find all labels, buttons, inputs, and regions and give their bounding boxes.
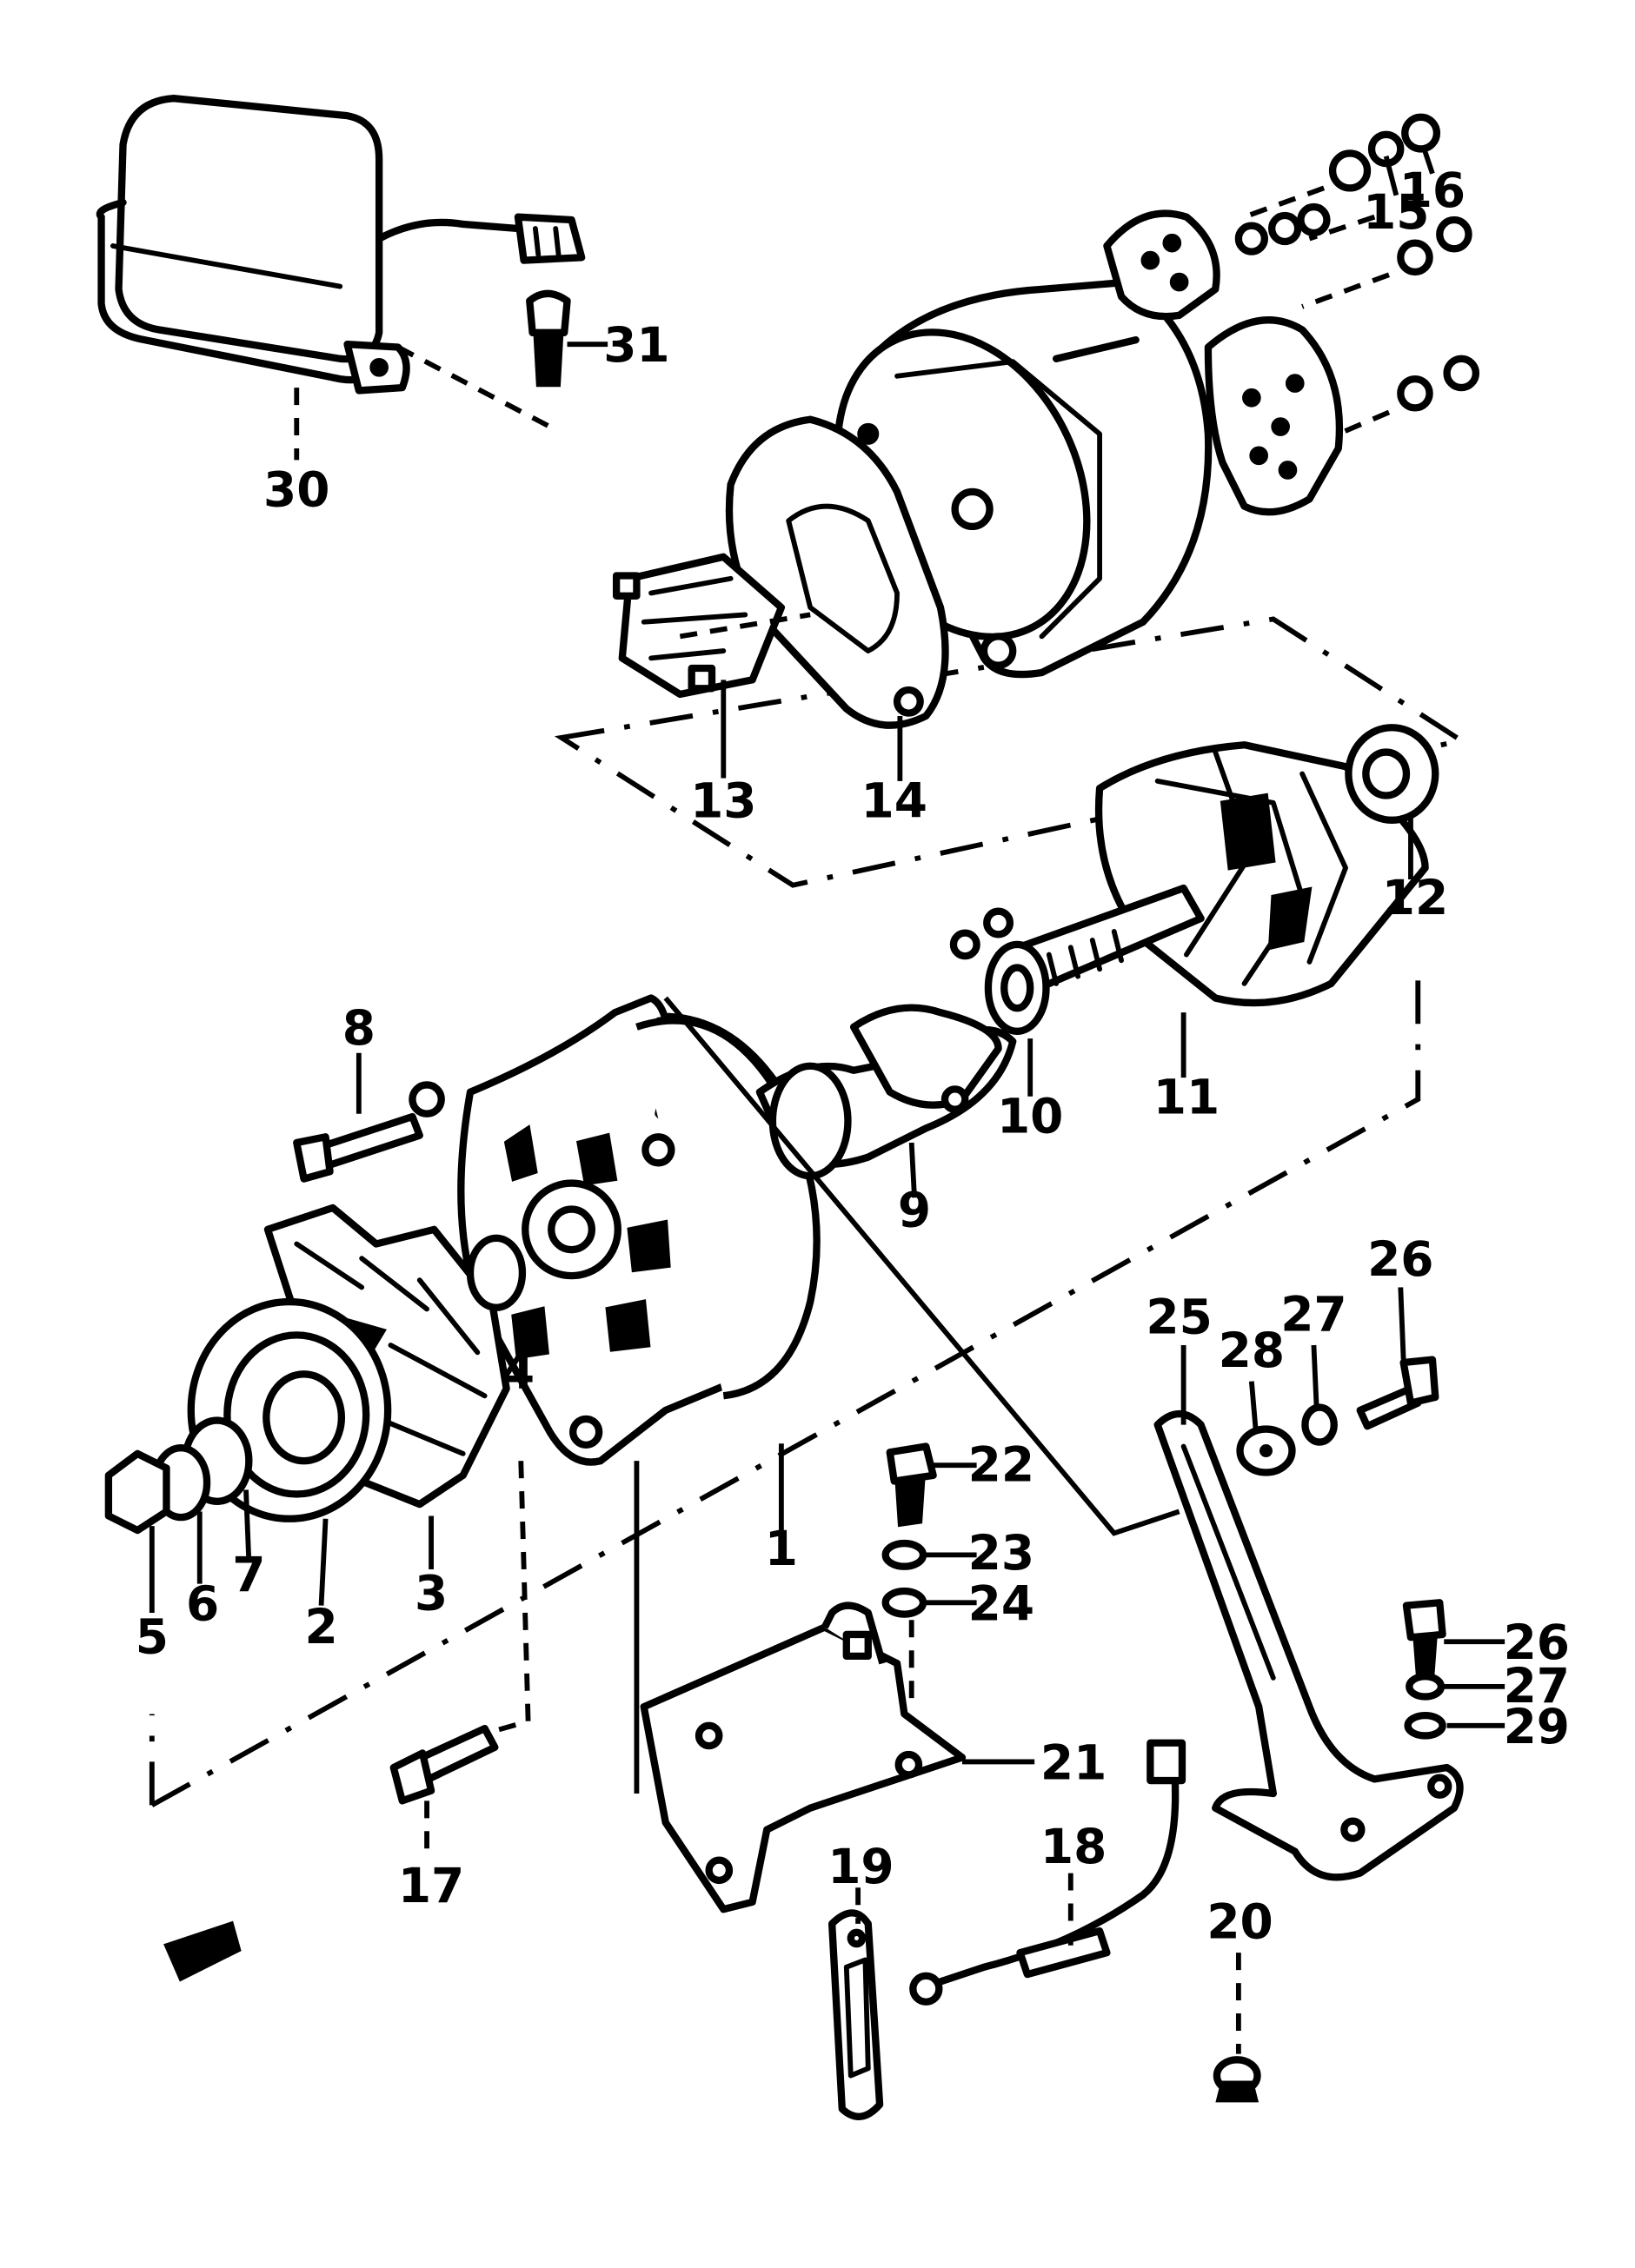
flat-washer-part (881, 1587, 927, 1618)
brush-holder-part (612, 553, 786, 699)
callout-8: 8 (342, 1000, 376, 1056)
regulator-bolt-part (526, 289, 571, 388)
callout-10: 10 (997, 1088, 1063, 1144)
rectifier-plate-part (1204, 316, 1344, 516)
callout-16: 16 (1399, 162, 1466, 218)
pulley-nut-washer-part (104, 1416, 253, 1535)
bracket-bolt-part (886, 1442, 937, 1528)
washer-29-part (1404, 1711, 1446, 1740)
mounting-bracket-part (640, 1602, 967, 1913)
callout-27-lower: 27 (1504, 1658, 1570, 1714)
nut-27-lower-part (1406, 1673, 1446, 1701)
callout-29: 29 (1504, 1699, 1570, 1754)
callout-18: 18 (1040, 1819, 1107, 1874)
mounting-bolt-part (389, 1724, 499, 1805)
callout-31: 31 (603, 317, 669, 373)
adjusting-bracket-part (1153, 1409, 1464, 1881)
nut-27-part (1301, 1403, 1338, 1446)
callout-22: 22 (968, 1436, 1034, 1492)
cable-strap-part (827, 1909, 884, 2120)
spacer-part (466, 1234, 527, 1311)
callout-5: 5 (136, 1609, 169, 1665)
callout-9: 9 (898, 1183, 931, 1238)
rotor-part (994, 724, 1439, 1007)
callout-14: 14 (861, 773, 927, 828)
callout-7: 7 (232, 1547, 265, 1602)
callout-17: 17 (398, 1858, 464, 1913)
callout-28: 28 (1219, 1323, 1285, 1378)
callout-4: 4 (502, 1344, 535, 1400)
callout-6: 6 (186, 1575, 219, 1631)
bolt-26-upper-part (1356, 1356, 1439, 1430)
callout-1: 1 (765, 1521, 798, 1576)
callout-2: 2 (304, 1599, 337, 1655)
callout-13: 13 (690, 773, 756, 828)
callout-3: 3 (415, 1566, 448, 1621)
diode-plate-part (1103, 209, 1220, 321)
callout-12: 12 (1382, 870, 1448, 925)
callout-11: 11 (1153, 1070, 1220, 1125)
direction-tab-icon (163, 1920, 242, 1982)
callout-15: 15 (1363, 184, 1429, 240)
ground-wire-part (909, 1739, 1186, 2006)
bolt-26-lower-part (1402, 1599, 1446, 1678)
fan-part (263, 1204, 510, 1509)
callout-24: 24 (968, 1575, 1034, 1631)
voltage-regulator-part (96, 95, 586, 395)
callout-19: 19 (827, 1839, 894, 1894)
callout-26-lower: 26 (1504, 1615, 1570, 1670)
callout-30: 30 (263, 462, 329, 518)
stator-part (755, 1004, 1017, 1180)
rear-nuts-washers-part (1234, 113, 1480, 412)
callout-26-upper: 26 (1367, 1231, 1433, 1287)
callout-labels: 1 2 3 4 5 6 7 8 9 10 11 12 13 14 15 16 1… (136, 162, 1570, 1949)
lock-washer-part (881, 1539, 927, 1570)
callout-23: 23 (968, 1525, 1034, 1581)
pulley-part (187, 1297, 392, 1522)
callout-20: 20 (1206, 1893, 1273, 1949)
callout-27-upper: 27 (1280, 1286, 1346, 1342)
callout-25: 25 (1146, 1290, 1212, 1345)
through-bolt-part (293, 1081, 445, 1183)
clip-part (1213, 2056, 1261, 2103)
callout-21: 21 (1040, 1734, 1107, 1790)
